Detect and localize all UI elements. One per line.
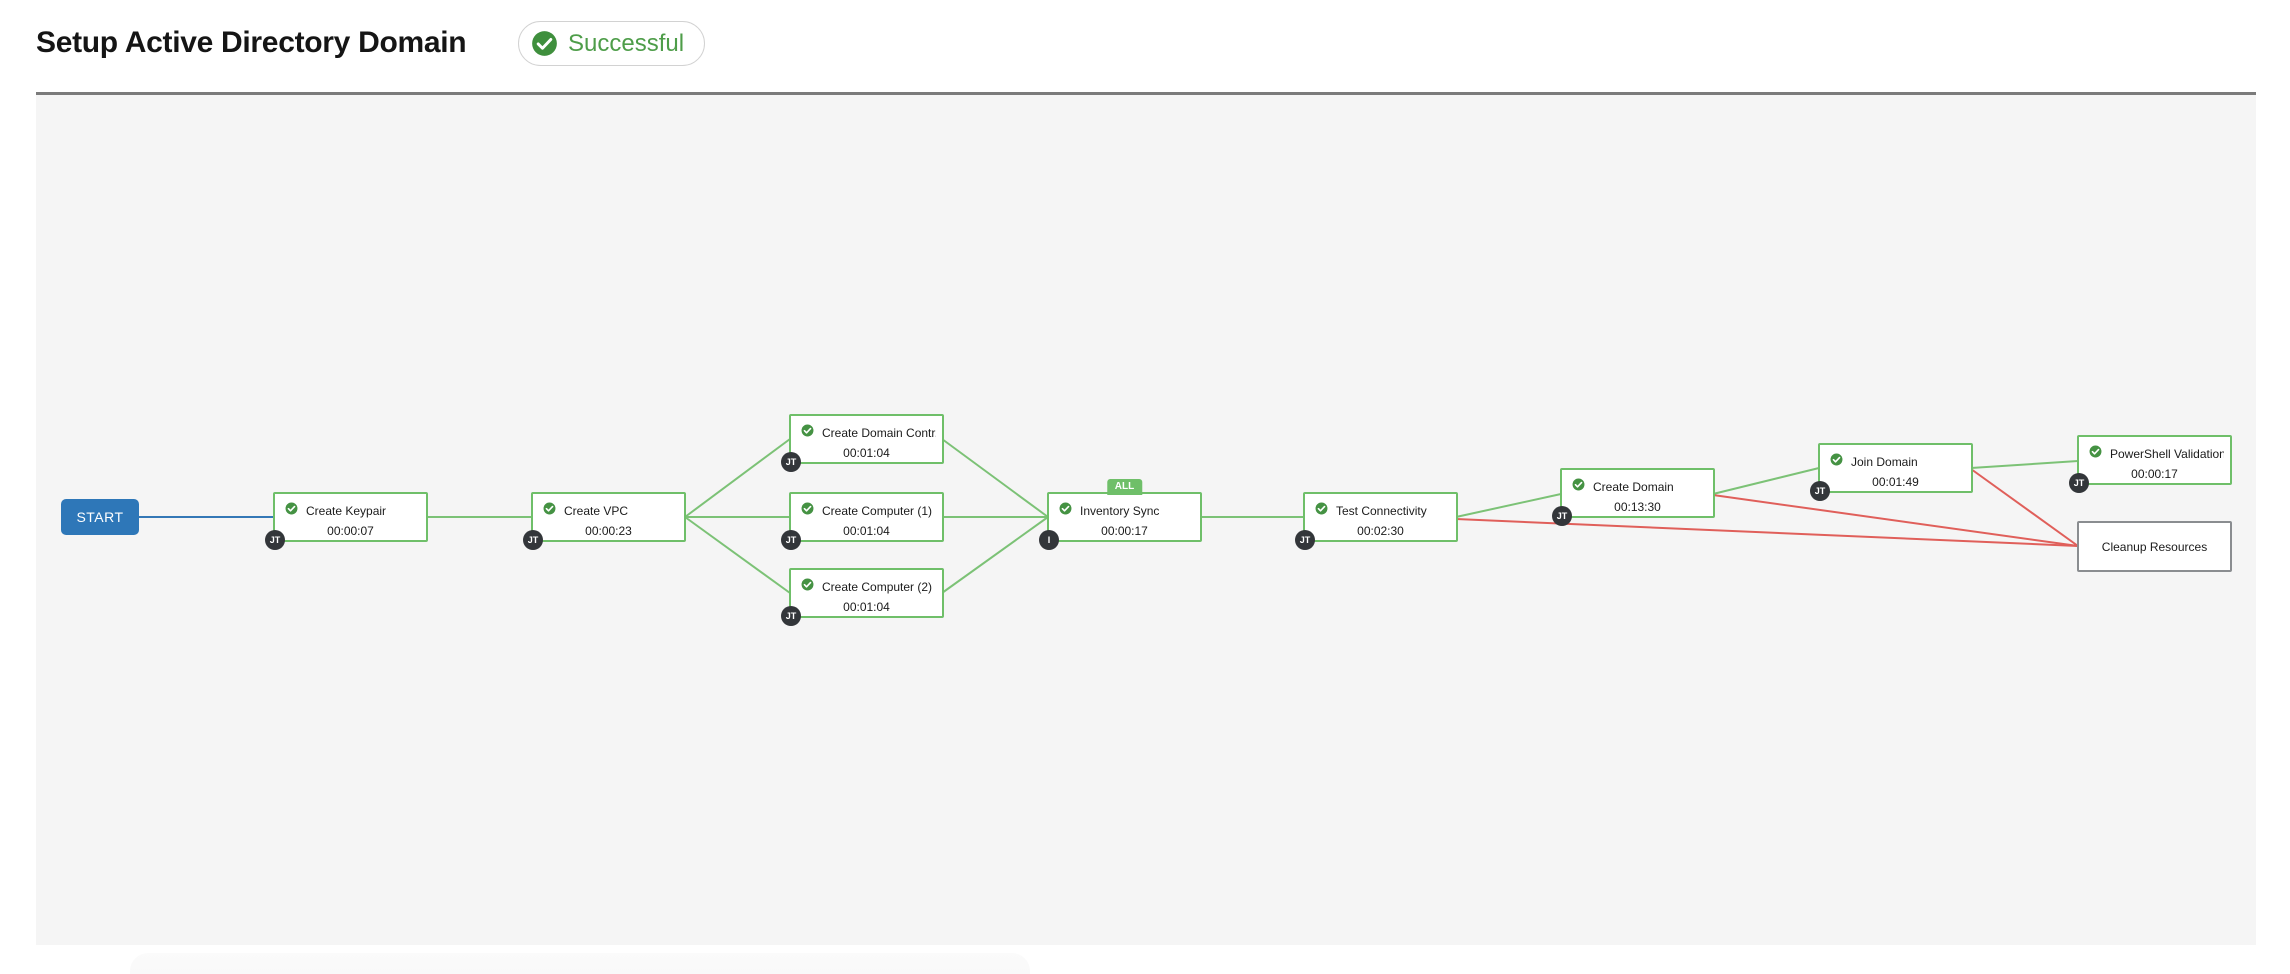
check-circle-icon (801, 424, 814, 442)
node-elapsed-time: 00:00:07 (327, 524, 374, 538)
node-powershell-validation[interactable]: PowerShell Validation 00:00:17 JT (2069, 435, 2232, 493)
node-header: PowerShell Validation (2079, 437, 2230, 463)
node-type-badge: JT (2069, 473, 2089, 493)
node-elapsed-time: 00:00:17 (2131, 467, 2178, 481)
node-label: PowerShell Validation (2110, 447, 2224, 461)
convergence-badge: ALL (1106, 479, 1143, 495)
node-cleanup-resources[interactable]: Cleanup Resources (2077, 521, 2232, 572)
status-badge-label: Successful (568, 29, 685, 57)
node-inventory-sync[interactable]: ALL Inventory Sync 00:00:17 I (1039, 479, 1202, 550)
node-header: Create Domain Contr... (791, 416, 942, 442)
check-circle-icon (531, 30, 558, 57)
node-type-badge: JT (781, 530, 801, 550)
node-type-badge: JT (1810, 481, 1830, 501)
node-header: Create VPC (533, 494, 684, 520)
check-circle-icon (1572, 478, 1585, 496)
node-label: Create VPC (564, 504, 629, 518)
node-type-badge: I (1039, 530, 1059, 550)
node-elapsed-time: 00:01:04 (843, 524, 890, 538)
node-label: Test Connectivity (1336, 504, 1427, 518)
node-header: Create Computer (1) (791, 494, 942, 520)
start-node[interactable]: START (61, 499, 139, 535)
status-badge: Successful (518, 21, 706, 66)
node-create-keypair[interactable]: Create Keypair 00:00:07 JT (265, 492, 428, 550)
node-elapsed-time: 00:00:17 (1101, 524, 1148, 538)
node-header: Create Keypair (275, 494, 426, 520)
check-circle-icon (801, 578, 814, 596)
node-type-badge: JT (1552, 506, 1572, 526)
check-circle-icon (2089, 445, 2102, 463)
node-label: Join Domain (1851, 455, 1918, 469)
bottom-panel-hint (130, 953, 1030, 974)
node-elapsed-time: 00:01:04 (843, 600, 890, 614)
node-type-badge: JT (523, 530, 543, 550)
node-elapsed-time: 00:00:23 (585, 524, 632, 538)
node-label: Create Keypair (306, 504, 387, 518)
check-circle-icon (543, 502, 556, 520)
node-header: Inventory Sync (1049, 494, 1200, 520)
check-circle-icon (1830, 453, 1843, 471)
node-create-vpc[interactable]: Create VPC 00:00:23 JT (523, 492, 686, 550)
page-title: Setup Active Directory Domain (36, 26, 467, 59)
node-elapsed-time: 00:01:49 (1872, 475, 1919, 489)
check-circle-icon (1315, 502, 1328, 520)
node-elapsed-time: 00:02:30 (1357, 524, 1404, 538)
node-header: Create Domain (1562, 470, 1713, 496)
check-circle-icon (1059, 502, 1072, 520)
node-label: Create Computer (1) (822, 504, 933, 518)
node-label: Create Computer (2) (822, 580, 933, 594)
node-create-computer-1[interactable]: Create Computer (1) 00:01:04 JT (781, 492, 944, 550)
check-circle-icon (801, 502, 814, 520)
node-header: Create Computer (2) (791, 570, 942, 596)
node-label: Create Domain (1593, 480, 1674, 494)
node-header: Join Domain (1820, 445, 1971, 471)
node-create-domain[interactable]: Create Domain 00:13:30 JT (1552, 468, 1715, 526)
node-join-domain[interactable]: Join Domain 00:01:49 JT (1810, 443, 1973, 501)
header: Setup Active Directory Domain Successful (0, 0, 2290, 92)
node-create-domain-controller[interactable]: Create Domain Contr... 00:01:04 JT (781, 414, 944, 472)
node-type-badge: JT (781, 452, 801, 472)
node-elapsed-time: 00:01:04 (843, 446, 890, 460)
node-type-badge: JT (1295, 530, 1315, 550)
node-header: Test Connectivity (1305, 494, 1456, 520)
node-label: Inventory Sync (1080, 504, 1160, 518)
node-test-connectivity[interactable]: Test Connectivity 00:02:30 JT (1295, 492, 1458, 550)
check-circle-icon (285, 502, 298, 520)
node-create-computer-2[interactable]: Create Computer (2) 00:01:04 JT (781, 568, 944, 626)
node-elapsed-time: 00:13:30 (1614, 500, 1661, 514)
node-type-badge: JT (781, 606, 801, 626)
node-label: Create Domain Contr... (822, 426, 936, 440)
node-label: Cleanup Resources (2101, 539, 2208, 554)
node-type-badge: JT (265, 530, 285, 550)
